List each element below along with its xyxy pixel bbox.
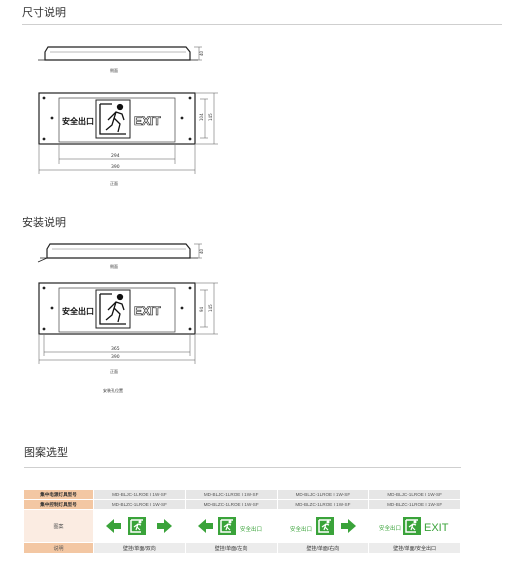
table-row: 集中控制灯具型号 MD-BLZC-1LROE I 1W-SF MD-BLZC-1… bbox=[24, 500, 461, 509]
front-sign-en-text: EXIT bbox=[134, 114, 161, 128]
exit-sign-pictogram-icon: 安全出口 EXIT bbox=[379, 517, 449, 535]
side-height-label: 40 bbox=[199, 50, 204, 56]
running-man-icon bbox=[99, 103, 126, 135]
pattern-section-title: 图案选型 bbox=[24, 446, 68, 459]
power-model-cell: MD-BLJC-1LROE I 1W-SF bbox=[94, 490, 186, 499]
install-side-height-label: 40 bbox=[199, 248, 204, 254]
right-arrow-exit-pictogram-icon: 安全出口 bbox=[290, 517, 356, 535]
desc-cell: 壁挂/单面/双向 bbox=[94, 543, 186, 553]
front-view-drawing: 安全出口 EXIT 104 145 294 390 bbox=[38, 92, 218, 174]
power-model-cell: MD-BLJC-1LROE I 1W-SF bbox=[185, 490, 278, 499]
pattern-section-divider bbox=[24, 467, 461, 468]
row-label-pattern: 图案 bbox=[24, 510, 94, 542]
dimension-section-divider bbox=[22, 24, 502, 25]
control-model-cell: MD-BLZC-1LROE I 1W-SF bbox=[277, 500, 370, 509]
dimension-section-title: 尺寸说明 bbox=[22, 6, 66, 19]
exit-pattern-text-cn: 安全出口 bbox=[379, 524, 401, 532]
table-row: 图案 安全出口 安全 bbox=[24, 510, 461, 542]
install-front-view-drawing: 安全出口 EXIT 94 145 365 390 bbox=[38, 282, 218, 364]
install-sign-en-text: EXIT bbox=[134, 304, 161, 318]
pattern-cell: 安全出口 bbox=[185, 510, 278, 542]
double-arrow-exit-pictogram-icon bbox=[106, 517, 173, 535]
front-view-caption: 正面 bbox=[110, 181, 118, 186]
right-pattern-text: 安全出口 bbox=[290, 525, 312, 533]
side-view-caption: 侧面 bbox=[110, 68, 118, 73]
install-inner-height-label: 94 bbox=[199, 306, 204, 312]
pattern-cell: 安全出口 bbox=[277, 510, 370, 542]
front-inner-width-label: 294 bbox=[111, 153, 120, 159]
install-outer-width-label: 390 bbox=[111, 354, 120, 360]
table-row: 集中电源灯具型号 MD-BLJC-1LROE I 1W-SF MD-BLJC-1… bbox=[24, 490, 461, 499]
row-label-desc: 说明 bbox=[24, 543, 94, 553]
exit-pattern-text-en: EXIT bbox=[424, 522, 449, 534]
install-outer-height-label: 145 bbox=[208, 304, 213, 312]
install-sign-cn-text: 安全出口 bbox=[62, 306, 94, 316]
install-section-title: 安装说明 bbox=[22, 216, 66, 229]
pattern-cell bbox=[94, 510, 186, 542]
front-outer-height-label: 145 bbox=[208, 113, 213, 121]
left-arrow-exit-pictogram-icon: 安全出口 bbox=[198, 517, 262, 535]
side-view-drawing: 40 bbox=[38, 46, 204, 61]
install-inner-width-label: 365 bbox=[111, 346, 120, 352]
install-side-view-drawing: 40 bbox=[37, 243, 204, 263]
table-row: 说明 壁挂/单面/双向 壁挂/单面/左向 壁挂/单面/右向 壁挂/单面/安全出口 bbox=[24, 543, 461, 553]
left-pattern-text: 安全出口 bbox=[240, 525, 262, 533]
install-front-view-caption: 正面 bbox=[110, 369, 118, 374]
pattern-selection-table: 集中电源灯具型号 MD-BLJC-1LROE I 1W-SF MD-BLJC-1… bbox=[24, 489, 461, 554]
pattern-cell: 安全出口 EXIT bbox=[369, 510, 461, 542]
front-inner-height-label: 104 bbox=[199, 113, 204, 121]
install-side-view-caption: 侧面 bbox=[110, 264, 118, 269]
desc-cell: 壁挂/单面/左向 bbox=[185, 543, 278, 553]
row-label-control: 集中控制灯具型号 bbox=[24, 500, 94, 509]
control-model-cell: MD-BLZC-1LROE I 1W-SF bbox=[94, 500, 186, 509]
power-model-cell: MD-BLJC-1LROE I 1W-SF bbox=[277, 490, 370, 499]
row-label-power: 集中电源灯具型号 bbox=[24, 490, 94, 499]
desc-cell: 壁挂/单面/安全出口 bbox=[369, 543, 461, 553]
front-sign-cn-text: 安全出口 bbox=[62, 116, 94, 126]
install-running-man-icon bbox=[99, 293, 126, 325]
control-model-cell: MD-BLZC-1LROE I 1W-SF bbox=[369, 500, 461, 509]
control-model-cell: MD-BLZC-1LROE I 1W-SF bbox=[185, 500, 278, 509]
desc-cell: 壁挂/单面/右向 bbox=[277, 543, 370, 553]
power-model-cell: MD-BLJC-1LROE I 1W-SF bbox=[369, 490, 461, 499]
install-hole-caption: 安装孔位置 bbox=[103, 388, 123, 393]
front-outer-width-label: 390 bbox=[111, 164, 120, 170]
